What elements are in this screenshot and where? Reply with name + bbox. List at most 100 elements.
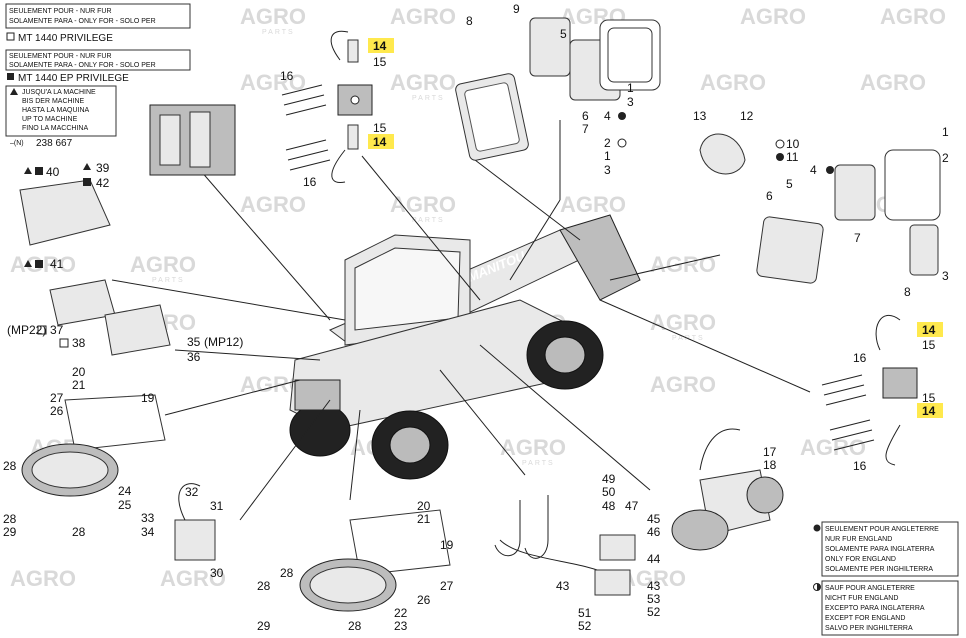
callout-1[interactable]: 1 xyxy=(942,125,949,139)
callout-33[interactable]: 33 xyxy=(141,511,155,525)
callout-36[interactable]: 36 xyxy=(187,350,201,364)
callout-52[interactable]: 52 xyxy=(578,619,592,633)
callout-15[interactable]: 15 xyxy=(922,338,936,352)
callout-21[interactable]: 21 xyxy=(72,378,86,392)
callout-25[interactable]: 25 xyxy=(118,498,132,512)
mp22-label: (MP22) xyxy=(7,323,46,337)
callout-14[interactable]: 14 xyxy=(373,135,387,149)
callout-28[interactable]: 28 xyxy=(3,512,17,526)
callout-6[interactable]: 6 xyxy=(582,109,589,123)
callout-29[interactable]: 29 xyxy=(3,525,17,539)
callout-53[interactable]: 53 xyxy=(647,592,661,606)
callout-27[interactable]: 27 xyxy=(440,579,454,593)
callout-26[interactable]: 26 xyxy=(50,404,64,418)
callout-15[interactable]: 15 xyxy=(922,391,936,405)
watermark: AGRO xyxy=(560,192,626,217)
callout-7[interactable]: 7 xyxy=(854,231,861,245)
callout-10[interactable]: 10 xyxy=(786,137,800,151)
callout-21[interactable]: 21 xyxy=(417,512,431,526)
cab-window xyxy=(354,247,461,331)
callout-12[interactable]: 12 xyxy=(740,109,754,123)
callout-14[interactable]: 14 xyxy=(922,404,936,418)
work-light-lens xyxy=(756,216,824,284)
callout-8[interactable]: 8 xyxy=(904,285,911,299)
callout-15[interactable]: 15 xyxy=(373,121,387,135)
hose-bundle xyxy=(281,84,327,116)
callout-23[interactable]: 23 xyxy=(394,619,408,633)
callout-28[interactable]: 28 xyxy=(280,566,294,580)
callout-26[interactable]: 26 xyxy=(417,593,431,607)
callout-42[interactable]: 42 xyxy=(96,176,110,190)
callout-45[interactable]: 45 xyxy=(647,512,661,526)
callout-highlights xyxy=(368,38,943,418)
callout-5[interactable]: 5 xyxy=(560,27,567,41)
callout-50[interactable]: 50 xyxy=(602,485,616,499)
callout-51[interactable]: 51 xyxy=(578,606,592,620)
callout-17[interactable]: 17 xyxy=(763,445,777,459)
callout-20[interactable]: 20 xyxy=(417,499,431,513)
callout-3[interactable]: 3 xyxy=(627,95,634,109)
watermark: AGRO xyxy=(650,310,716,335)
callout-16[interactable]: 16 xyxy=(853,351,867,365)
callout-19[interactable]: 19 xyxy=(141,391,155,405)
callout-31[interactable]: 31 xyxy=(210,499,224,513)
callout-5[interactable]: 5 xyxy=(786,177,793,191)
callout-52[interactable]: 52 xyxy=(647,605,661,619)
callout-28[interactable]: 28 xyxy=(257,579,271,593)
callout-8[interactable]: 8 xyxy=(466,14,473,28)
callout-4[interactable]: 4 xyxy=(604,109,611,123)
legend-line: SOLAMENTE PER INGHILTERRA xyxy=(825,566,933,573)
lamp-cover xyxy=(64,394,166,451)
callout-2[interactable]: 2 xyxy=(942,151,949,165)
callout-40[interactable]: 40 xyxy=(46,165,60,179)
callout-43[interactable]: 43 xyxy=(647,579,661,593)
callout-3[interactable]: 3 xyxy=(942,269,949,283)
callout-4[interactable]: 4 xyxy=(810,163,817,177)
callout-46[interactable]: 46 xyxy=(647,525,661,539)
callout-1[interactable]: 1 xyxy=(604,149,611,163)
callout-16[interactable]: 16 xyxy=(303,175,317,189)
sensor-cable xyxy=(331,149,346,184)
callout-14[interactable]: 14 xyxy=(373,39,387,53)
callout-30[interactable]: 30 xyxy=(210,566,224,580)
callout-39[interactable]: 39 xyxy=(96,161,110,175)
callout-24[interactable]: 24 xyxy=(118,484,132,498)
callout-18[interactable]: 18 xyxy=(763,458,777,472)
beacon-cable xyxy=(178,483,201,521)
callout-27[interactable]: 27 xyxy=(50,391,64,405)
callout-28[interactable]: 28 xyxy=(72,525,86,539)
callout-16[interactable]: 16 xyxy=(280,69,294,83)
callout-35[interactable]: 35 xyxy=(187,335,201,349)
legend-line: SALVO PER INGHILTERRA xyxy=(825,625,913,632)
callout-2[interactable]: 2 xyxy=(604,136,611,150)
callout-41[interactable]: 41 xyxy=(50,257,64,271)
callout-29[interactable]: 29 xyxy=(257,619,271,633)
callout-28[interactable]: 28 xyxy=(348,619,362,633)
rear-lamp-lens xyxy=(309,566,387,604)
callout-16[interactable]: 16 xyxy=(853,459,867,473)
callout-49[interactable]: 49 xyxy=(602,472,616,486)
callout-32[interactable]: 32 xyxy=(185,485,199,499)
callout-43[interactable]: 43 xyxy=(556,579,570,593)
callout-20[interactable]: 20 xyxy=(72,365,86,379)
callout-37[interactable]: 37 xyxy=(50,323,64,337)
callout-1[interactable]: 1 xyxy=(627,81,634,95)
callout-34[interactable]: 34 xyxy=(141,525,155,539)
callout-15[interactable]: 15 xyxy=(373,55,387,69)
callout-22[interactable]: 22 xyxy=(394,606,408,620)
callout-19[interactable]: 19 xyxy=(440,538,454,552)
callout-9[interactable]: 9 xyxy=(513,2,520,16)
callout-14[interactable]: 14 xyxy=(922,323,936,337)
watermark: AGRO xyxy=(160,566,226,591)
callout-7[interactable]: 7 xyxy=(582,122,589,136)
legend-line: HASTA LA MAQUINA xyxy=(22,107,89,114)
callout-47[interactable]: 47 xyxy=(625,499,639,513)
callout-48[interactable]: 48 xyxy=(602,499,616,513)
callout-28[interactable]: 28 xyxy=(3,459,17,473)
callout-13[interactable]: 13 xyxy=(693,109,707,123)
callout-3[interactable]: 3 xyxy=(604,163,611,177)
callout-6[interactable]: 6 xyxy=(766,189,773,203)
callout-44[interactable]: 44 xyxy=(647,552,661,566)
callout-11[interactable]: 11 xyxy=(786,150,799,164)
callout-38[interactable]: 38 xyxy=(72,336,86,350)
